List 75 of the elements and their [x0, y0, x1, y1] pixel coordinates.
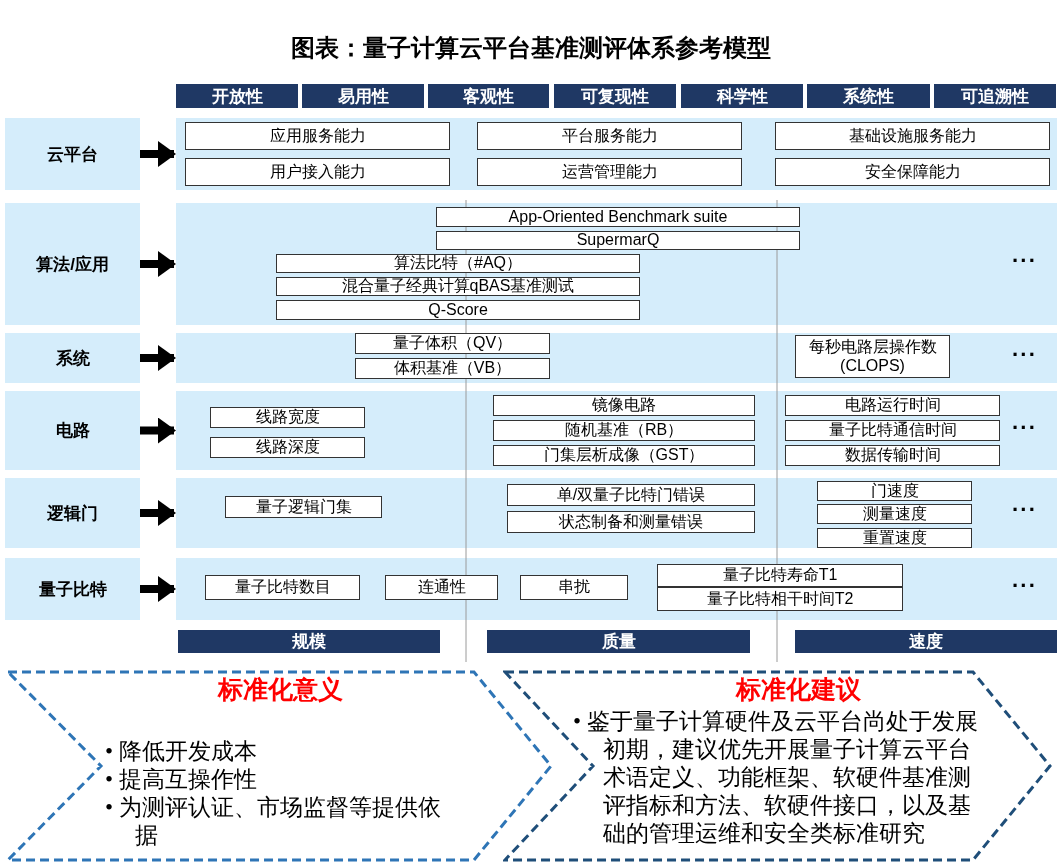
metric-box: 量子比特通信时间 [785, 420, 1000, 441]
metric-box: 用户接入能力 [185, 158, 450, 186]
metric-box: 线路宽度 [210, 407, 365, 428]
row-label: 电路 [5, 391, 140, 470]
ellipsis: ··· [1012, 248, 1037, 274]
row-label: 系统 [5, 333, 140, 383]
metric-box: 基础设施服务能力 [775, 122, 1050, 150]
bullet-item: • 为测评认证、市场监督等提供依据 [105, 794, 442, 850]
metric-box: 串扰 [520, 575, 628, 600]
metric-box: 镜像电路 [493, 395, 755, 416]
header-bar: 开放性 [176, 84, 298, 108]
metric-box: 体积基准（VB） [355, 358, 550, 379]
metric-box: 混合量子经典计算qBAS基准测试 [276, 277, 640, 296]
header-bar: 规模 [178, 630, 440, 653]
arrow [140, 141, 176, 167]
header-bar: 系统性 [807, 84, 930, 108]
chevron-panel [6, 670, 554, 862]
metric-box: 平台服务能力 [477, 122, 742, 150]
arrow [140, 417, 176, 444]
metric-box: 运营管理能力 [477, 158, 742, 186]
ellipsis: ··· [1012, 573, 1037, 599]
metric-box: 门集层析成像（GST） [493, 445, 755, 466]
header-bar: 客观性 [428, 84, 549, 108]
ellipsis: ··· [1012, 342, 1037, 368]
metric-box: 连通性 [385, 575, 498, 600]
row-label: 逻辑门 [5, 478, 140, 548]
arrow [140, 251, 176, 277]
row-label: 云平台 [5, 118, 140, 190]
metric-box: 量子比特相干时间T2 [657, 587, 903, 611]
metric-box: 算法比特（#AQ） [276, 254, 640, 273]
metric-box: SupermarQ [436, 231, 800, 250]
row-band [176, 391, 1057, 470]
row-label: 算法/应用 [5, 203, 140, 325]
header-bar: 易用性 [302, 84, 424, 108]
metric-box: 状态制备和测量错误 [507, 511, 755, 533]
metric-box: 量子比特数目 [205, 575, 360, 600]
ellipsis: ··· [1012, 497, 1037, 523]
header-bar: 科学性 [681, 84, 803, 108]
metric-box: App-Oriented Benchmark suite [436, 207, 800, 227]
arrow [140, 576, 176, 602]
metric-box: 线路深度 [210, 437, 365, 458]
header-bar: 可追溯性 [934, 84, 1056, 108]
metric-box: 安全保障能力 [775, 158, 1050, 186]
header-bar: 速度 [795, 630, 1057, 653]
bullet-item: • 降低开发成本 [105, 738, 258, 766]
row-label: 量子比特 [5, 558, 140, 620]
row-band [176, 118, 1057, 190]
row-band [176, 333, 1057, 383]
metric-box: 重置速度 [817, 528, 972, 548]
title: 图表：量子计算云平台基准测评体系参考模型 [289, 34, 772, 63]
chevron-panel [503, 670, 1053, 862]
metric-box: 单/双量子比特门错误 [507, 484, 755, 506]
row-band [176, 558, 1057, 620]
ellipsis: ··· [1012, 414, 1037, 441]
header-bar: 质量 [487, 630, 750, 653]
metric-box: 量子比特寿命T1 [657, 564, 903, 587]
panel-heading: 标准化建议 [734, 676, 862, 704]
metric-box: 门速度 [817, 481, 972, 501]
bullet-item: • 鉴于量子计算硬件及云平台尚处于发展初期，建议优先开展量子计算云平台术语定义、功能框架、软硬件基准测评指标和方法、软硬件接口，以及基础的管理运维和安全类标准研究 [573, 708, 979, 848]
metric-box: 量子逻辑门集 [225, 496, 382, 518]
metric-box: 测量速度 [817, 504, 972, 524]
header-bar: 可复现性 [554, 84, 676, 108]
metric-box: 每秒电路层操作数(CLOPS) [795, 335, 950, 378]
arrow [140, 500, 176, 526]
arrow [140, 345, 176, 371]
bullet-item: • 提高互操作性 [105, 766, 258, 794]
metric-box: 数据传输时间 [785, 445, 1000, 466]
metric-box: 电路运行时间 [785, 395, 1000, 416]
metric-box: 随机基准（RB） [493, 420, 755, 441]
panel-heading: 标准化意义 [216, 676, 344, 704]
row-band [176, 478, 1057, 548]
metric-box: 应用服务能力 [185, 122, 450, 150]
metric-box: Q-Score [276, 300, 640, 320]
metric-box: 量子体积（QV） [355, 333, 550, 354]
row-band [176, 203, 1057, 325]
